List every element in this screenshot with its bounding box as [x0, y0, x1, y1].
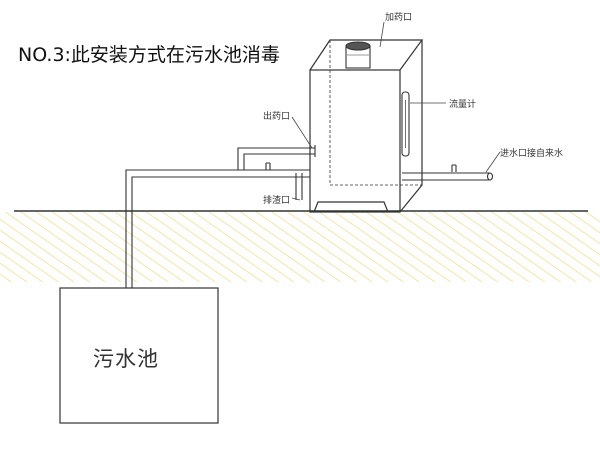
- dosing-outlet-pipe: [237, 145, 316, 170]
- page-title: NO.3:此安装方式在污水池消毒: [18, 44, 280, 66]
- dosing-inlet-label: 加药口: [385, 13, 413, 23]
- water-inlet-pipe: [402, 172, 494, 181]
- sewage-pool-label: 污水池: [93, 347, 159, 371]
- drain-pipe: [295, 173, 303, 200]
- dosing-tank: [309, 39, 424, 213]
- flow-meter: [401, 91, 410, 157]
- leader-lines: [291, 21, 501, 201]
- ground-hatching: [0, 212, 600, 282]
- water-inlet-label: 进水口接自来水: [500, 149, 564, 159]
- dosing-inlet-cap: [345, 41, 371, 69]
- drain-outlet-label: 排渣口: [263, 196, 291, 206]
- discharge-pipe: [125, 169, 310, 288]
- valve-marks: [265, 162, 457, 172]
- flow-meter-label: 流量计: [449, 100, 477, 110]
- sewage-pool-box: [59, 287, 219, 424]
- dosing-outlet-label: 出药口: [263, 112, 291, 122]
